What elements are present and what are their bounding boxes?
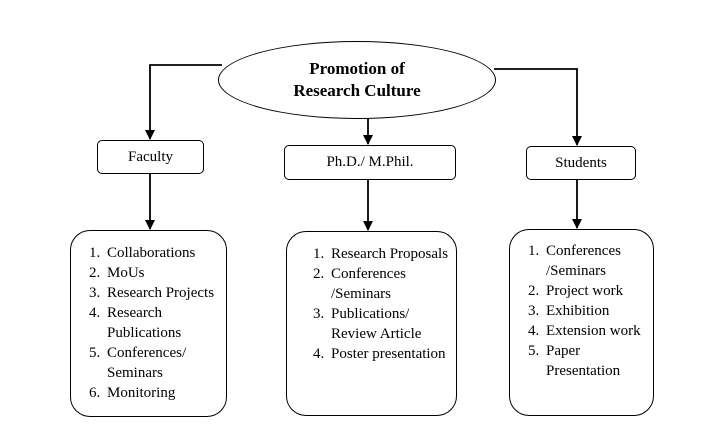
item-number: 2. bbox=[313, 266, 325, 282]
item-number: 2. bbox=[89, 265, 101, 281]
item-text: Project work bbox=[546, 283, 624, 299]
list-item: 6. Monitoring bbox=[89, 383, 226, 403]
item-text: Paper Presentation bbox=[546, 343, 621, 379]
list-item: 3. Exhibition bbox=[528, 301, 653, 321]
arrow-root-to-faculty bbox=[145, 64, 222, 140]
list-item: 4. Poster presentation bbox=[313, 344, 456, 364]
item-number: 4. bbox=[89, 305, 101, 321]
list-item: 2. MoUs bbox=[89, 263, 226, 283]
item-number: 6. bbox=[89, 385, 101, 401]
root-node: Promotion of Research Culture bbox=[218, 41, 496, 119]
list-item: 1. Collaborations bbox=[89, 243, 226, 263]
item-text: Conferences/ Seminars bbox=[107, 345, 187, 381]
item-text: Poster presentation bbox=[331, 346, 446, 362]
item-text: Research Publications bbox=[107, 305, 182, 341]
item-number: 1. bbox=[528, 243, 540, 259]
branch-label: Ph.D./ M.Phil. bbox=[326, 154, 414, 170]
item-number: 5. bbox=[89, 345, 101, 361]
item-number: 2. bbox=[528, 283, 540, 299]
item-number: 3. bbox=[528, 303, 540, 319]
item-text: Publications/ Review Article bbox=[331, 306, 422, 342]
root-title-line2: Research Culture bbox=[293, 81, 421, 100]
branch-label: Faculty bbox=[128, 148, 173, 165]
item-text: Conferences /Seminars bbox=[331, 266, 406, 302]
item-number: 1. bbox=[313, 246, 325, 262]
branch-faculty: Faculty bbox=[97, 140, 204, 174]
item-text: MoUs bbox=[107, 265, 145, 281]
item-text: Extension work bbox=[546, 323, 641, 339]
list-item: 4. Research Publications bbox=[89, 303, 226, 343]
item-text: Collaborations bbox=[107, 245, 196, 261]
item-number: 1. bbox=[89, 245, 101, 261]
faculty-activities-list: 1. Collaborations 2. MoUs 3. Research Proje… bbox=[70, 230, 227, 417]
list-item: 1. Research Proposals bbox=[313, 244, 456, 264]
list-item: 5. Paper Presentation bbox=[528, 341, 653, 381]
item-text: Monitoring bbox=[107, 385, 176, 401]
item-number: 4. bbox=[313, 346, 325, 362]
item-text: Research Proposals bbox=[331, 246, 449, 262]
root-title-line1: Promotion of bbox=[309, 59, 405, 78]
arrow-root-to-students bbox=[494, 68, 582, 146]
item-text: Research Projects bbox=[107, 285, 215, 301]
item-number: 3. bbox=[89, 285, 101, 301]
item-text: Conferences /Seminars bbox=[546, 243, 621, 279]
item-number: 4. bbox=[528, 323, 540, 339]
students-activities-list: 1. Conferences /Seminars 2. Project work 3… bbox=[509, 229, 654, 416]
item-text: Exhibition bbox=[546, 303, 610, 319]
list-item: 1. Conferences /Seminars bbox=[528, 241, 653, 281]
list-item: 2. Project work bbox=[528, 281, 653, 301]
list-item: 4. Extension work bbox=[528, 321, 653, 341]
item-number: 3. bbox=[313, 306, 325, 322]
phd-activities-list: 1. Research Proposals 2. Conferences /Semi… bbox=[286, 231, 457, 416]
list-item: 2. Conferences /Seminars bbox=[313, 264, 456, 304]
list-item: 3. Publications/ Review Article bbox=[313, 304, 456, 344]
branch-label: Students bbox=[555, 154, 607, 171]
item-number: 5. bbox=[528, 343, 540, 359]
list-item: 3. Research Projects bbox=[89, 283, 226, 303]
branch-phd-mphil: Ph.D./ M.Phil. bbox=[284, 145, 456, 180]
list-item: 5. Conferences/ Seminars bbox=[89, 343, 226, 383]
branch-students: Students bbox=[526, 146, 636, 180]
